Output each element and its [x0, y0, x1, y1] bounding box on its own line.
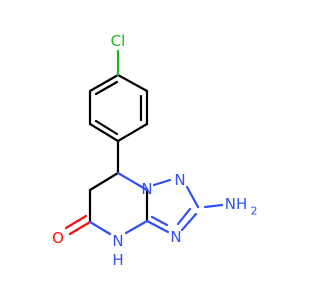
ring-nh-nitrogen-label: N [112, 232, 123, 250]
bond-c-o [68, 220, 92, 236]
atom-labels: Cl N N N O N H NH 2 [52, 32, 257, 269]
bond-c-o [64, 214, 88, 230]
pyrimidine-ring [64, 171, 149, 236]
chlorine-label: Cl [111, 32, 126, 50]
amino-subscript: 2 [251, 205, 258, 218]
molecule-structure: Cl N N N O N H NH 2 [52, 32, 257, 269]
bond [150, 215, 169, 227]
bond [88, 220, 112, 236]
chlorophenyl-ring [88, 49, 149, 143]
bond [124, 219, 149, 235]
bond [145, 219, 170, 234]
bond [94, 80, 119, 96]
bond [176, 207, 192, 226]
oxygen-label: O [52, 229, 64, 247]
amino-group-label: NH [225, 195, 248, 213]
bond [116, 73, 149, 93]
bond [94, 119, 119, 136]
bond [88, 171, 120, 192]
bond-c-nh2 [203, 203, 224, 209]
bond [88, 122, 120, 143]
bond [185, 185, 200, 209]
bond [116, 171, 149, 192]
triazole-ring [145, 178, 224, 234]
bond [88, 73, 120, 93]
bond [116, 122, 149, 143]
nitrogen-label-n3: N [170, 228, 181, 246]
bond [152, 178, 172, 187]
ring-nh-hydrogen-label: H [112, 251, 123, 269]
bond [180, 212, 198, 232]
nitrogen-label-n2: N [174, 171, 185, 189]
nitrogen-label-n1: N [141, 180, 152, 198]
